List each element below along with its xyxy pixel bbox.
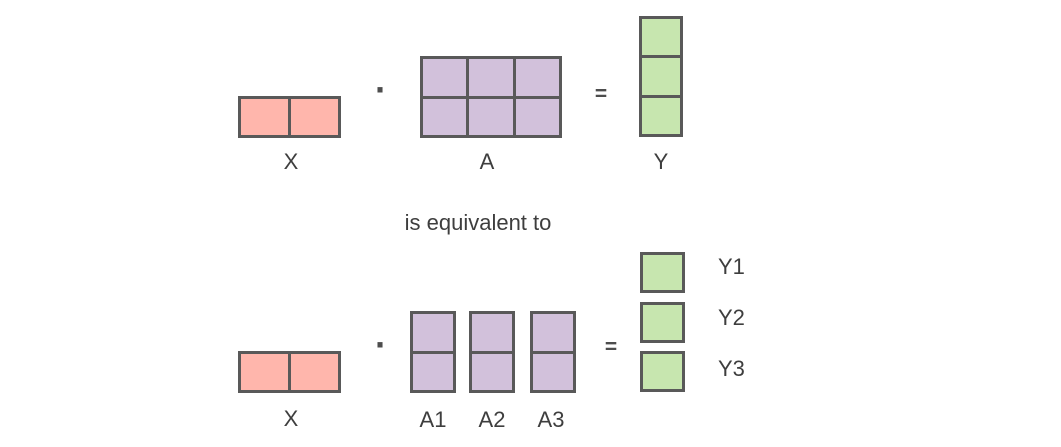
matrix-cell: [469, 98, 513, 135]
matrix-x-top: [238, 96, 341, 138]
matrix-a3-label: A3: [537, 407, 565, 432]
matrix-y-top: [639, 16, 683, 137]
dot-product-operator-bottom: ·: [375, 324, 387, 365]
matrix-cell: [413, 353, 453, 390]
matrix-cell: [533, 353, 573, 390]
matrix-x-bottom: [238, 351, 341, 393]
matrix-cell: [241, 354, 288, 390]
matrix-a3-column: [530, 311, 576, 393]
equals-operator-bottom: =: [604, 335, 618, 359]
matrix-cell: [472, 353, 512, 390]
matrix-cell: [423, 59, 467, 96]
matrix-cell: [291, 354, 338, 390]
matrix-cell: [423, 98, 467, 135]
matrix-cell: [291, 99, 338, 135]
matrix-cell: [472, 314, 512, 351]
matrix-a1-label: A1: [419, 407, 447, 432]
matrix-cell: [515, 98, 559, 135]
matrix-y1-label: Y1: [718, 254, 745, 279]
matrix-y1-block: [640, 252, 685, 293]
matrix-cell: [241, 99, 288, 135]
matrix-cell: [643, 354, 682, 389]
matrix-cell: [413, 314, 453, 351]
matrix-cell: [515, 59, 559, 96]
matrix-a1-column: [410, 311, 456, 393]
matrix-a2-column: [469, 311, 515, 393]
matrix-x-bottom-label: X: [283, 406, 299, 431]
matrix-y3-label: Y3: [718, 356, 745, 381]
matrix-y3-block: [640, 351, 685, 392]
dot-product-operator-top: ·: [375, 69, 387, 110]
matrix-cell: [642, 97, 680, 134]
matrix-y-top-label: Y: [653, 149, 669, 174]
matrix-y2-block: [640, 302, 685, 343]
matrix-cell: [642, 19, 680, 56]
equals-operator-top: =: [594, 82, 608, 106]
matrix-cell: [642, 58, 680, 95]
matrix-cell: [643, 255, 682, 290]
matrix-a2-label: A2: [478, 407, 506, 432]
matrix-a-top: [420, 56, 562, 138]
matrix-x-top-label: X: [283, 149, 299, 174]
matrix-y2-label: Y2: [718, 305, 745, 330]
matrix-a-top-label: A: [479, 149, 495, 174]
matrix-cell: [643, 305, 682, 340]
matrix-cell: [533, 314, 573, 351]
matrix-cell: [469, 59, 513, 96]
equivalence-text: is equivalent to: [404, 210, 552, 235]
